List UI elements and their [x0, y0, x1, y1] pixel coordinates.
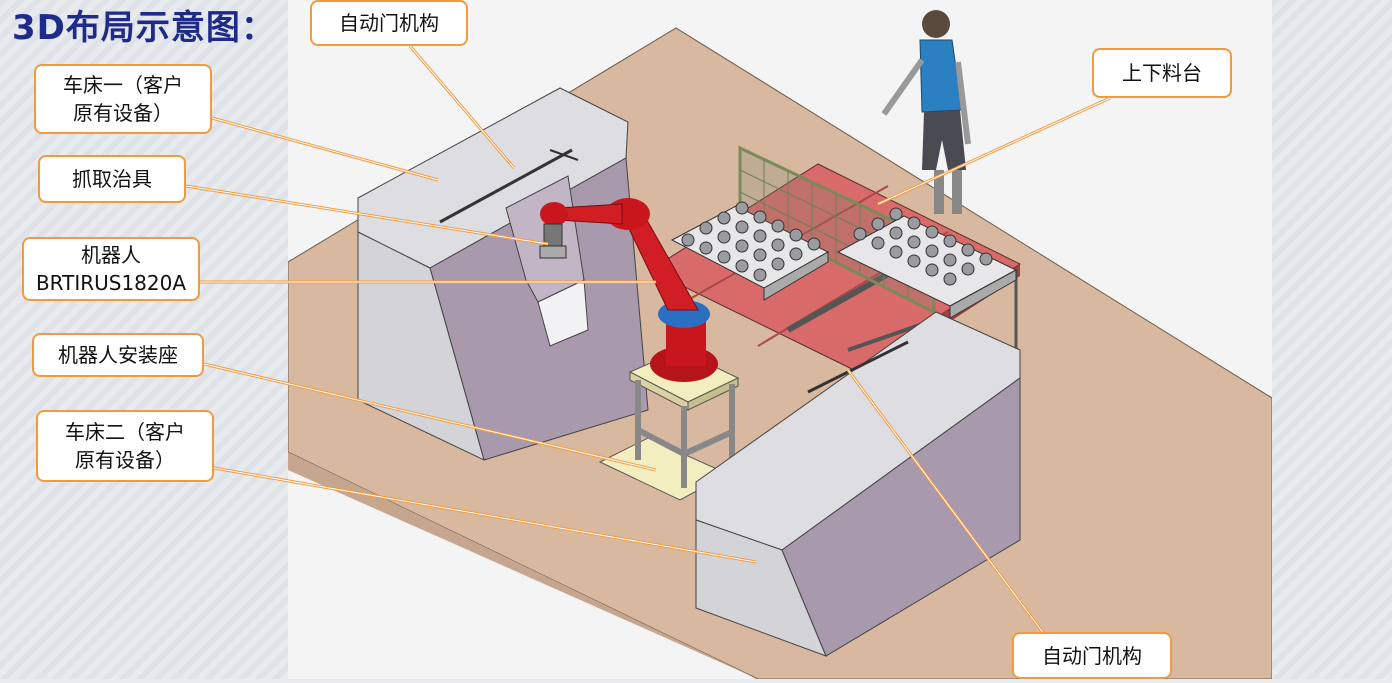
- callout-lathe-one: 车床一（客户 原有设备）: [34, 64, 212, 134]
- callout-lathe-two-line1: 车床二（客户: [65, 420, 185, 444]
- callout-robot-base: 机器人安装座: [32, 333, 204, 377]
- callout-auto-door-top: 自动门机构: [310, 0, 468, 46]
- parts-right: [853, 207, 993, 286]
- callout-robot-base-text: 机器人安装座: [58, 343, 178, 367]
- callout-loading-table: 上下料台: [1092, 48, 1232, 98]
- callout-lathe-one-line1: 车床一（客户: [63, 73, 183, 97]
- background-right-panel: [1272, 0, 1392, 679]
- callout-lathe-two-line2: 原有设备）: [75, 448, 175, 472]
- parts-left: [681, 201, 821, 282]
- callout-gripper-text: 抓取治具: [72, 167, 152, 191]
- callout-lathe-one-line2: 原有设备）: [73, 101, 173, 125]
- lathe-two-machine: [695, 311, 1021, 657]
- callout-robot: 机器人 BRTIRUS1820A: [22, 237, 200, 301]
- layout-3d-scene: [287, 0, 1273, 680]
- callout-robot-line2: BRTIRUS1820A: [35, 271, 187, 295]
- callout-lathe-two: 车床二（客户 原有设备）: [36, 410, 214, 482]
- callout-auto-door-top-text: 自动门机构: [339, 11, 439, 35]
- callout-gripper: 抓取治具: [38, 155, 186, 203]
- callout-auto-door-bottom: 自动门机构: [1012, 632, 1172, 679]
- robot-arm: [539, 198, 718, 382]
- operator-figure: [881, 10, 971, 214]
- callout-auto-door-bottom-text: 自动门机构: [1042, 643, 1142, 668]
- callout-loading-table-text: 上下料台: [1122, 61, 1202, 85]
- page-title: 3D布局示意图：: [12, 8, 276, 48]
- scene-drawing: [287, 10, 1273, 680]
- callout-robot-line1: 机器人: [81, 243, 141, 267]
